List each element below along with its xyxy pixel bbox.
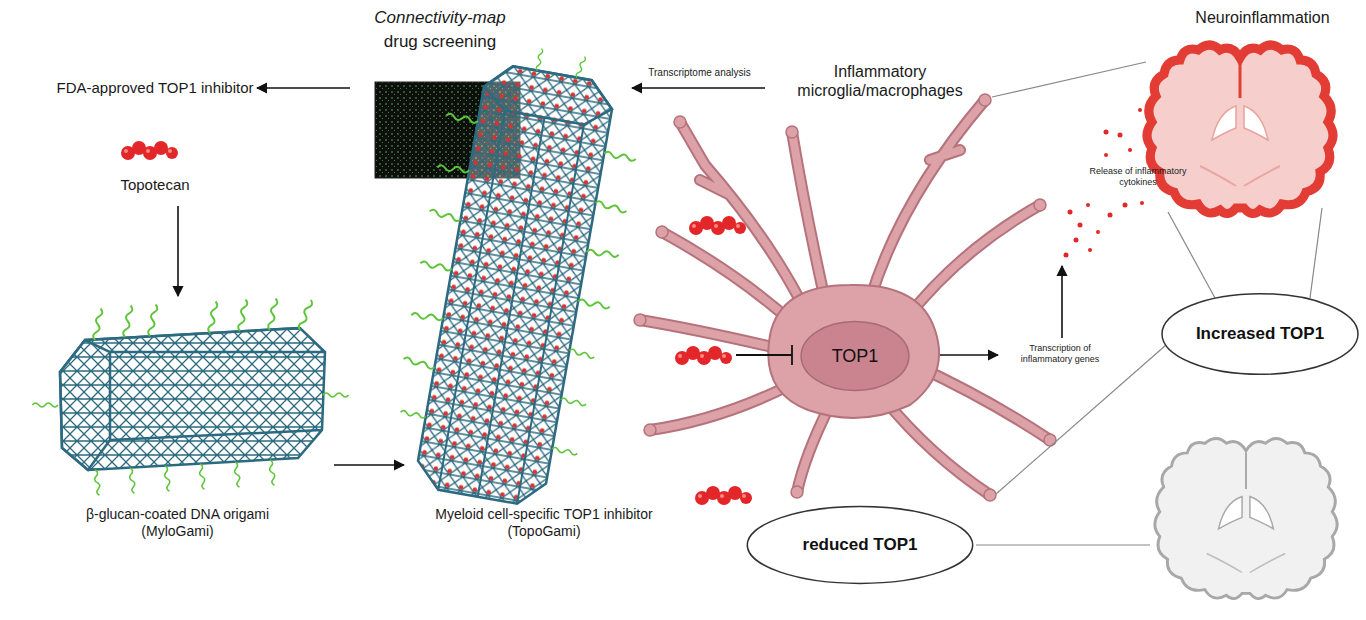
ellipse-shape bbox=[747, 507, 972, 584]
microglia-cell bbox=[634, 94, 1056, 501]
dna-origami bbox=[32, 298, 348, 496]
arrow bbox=[632, 87, 765, 89]
node-text: TOP1 bbox=[832, 346, 879, 367]
arrow bbox=[334, 464, 404, 466]
arrow bbox=[177, 206, 179, 296]
topotecan-molecule bbox=[121, 141, 178, 160]
node-text: Increased TOP1 bbox=[1196, 324, 1324, 344]
beta-glucan-chains bbox=[392, 34, 652, 456]
process-note: Release of inflammatory cytokines bbox=[1086, 166, 1190, 188]
beta-glucan-chains bbox=[32, 298, 348, 496]
method-title: drug screening bbox=[360, 32, 520, 52]
nucleus: TOP1 bbox=[800, 320, 910, 392]
state-ellipse: reduced TOP1 bbox=[745, 505, 975, 585]
cell-label: Inflammatory microglia/macrophages bbox=[775, 62, 985, 100]
topotecan-molecule bbox=[675, 346, 732, 365]
ellipse-shape bbox=[1162, 294, 1358, 375]
inflamed-brain bbox=[1147, 45, 1333, 214]
construct-label: β-glucan-coated DNA origami (MyloGami) bbox=[55, 506, 300, 540]
topotecan-molecule bbox=[695, 486, 752, 505]
construct-label: Myeloid cell-specific TOP1 inhibitor (To… bbox=[398, 506, 690, 540]
brain-label: Neuroinflammation bbox=[1165, 8, 1360, 27]
arrow bbox=[257, 87, 350, 89]
arrow-label: Transcriptome analysis bbox=[632, 67, 767, 79]
ellipse-shape bbox=[801, 321, 909, 390]
drug-label: FDA-approved TOP1 inhibitor bbox=[30, 79, 280, 97]
method-title: Connectivity-map bbox=[360, 8, 520, 28]
topotecan-molecule bbox=[689, 216, 746, 235]
arrow bbox=[1061, 266, 1063, 338]
state-ellipse: Increased TOP1 bbox=[1160, 292, 1360, 376]
loaded-dna-origami bbox=[382, 34, 652, 513]
node-text: reduced TOP1 bbox=[803, 535, 918, 555]
process-note: Transcription of inflammatory genes bbox=[1003, 343, 1117, 365]
drug-name: Topotecan bbox=[100, 176, 210, 194]
inhibition-bar bbox=[736, 345, 792, 365]
healthy-brain bbox=[1155, 439, 1337, 599]
